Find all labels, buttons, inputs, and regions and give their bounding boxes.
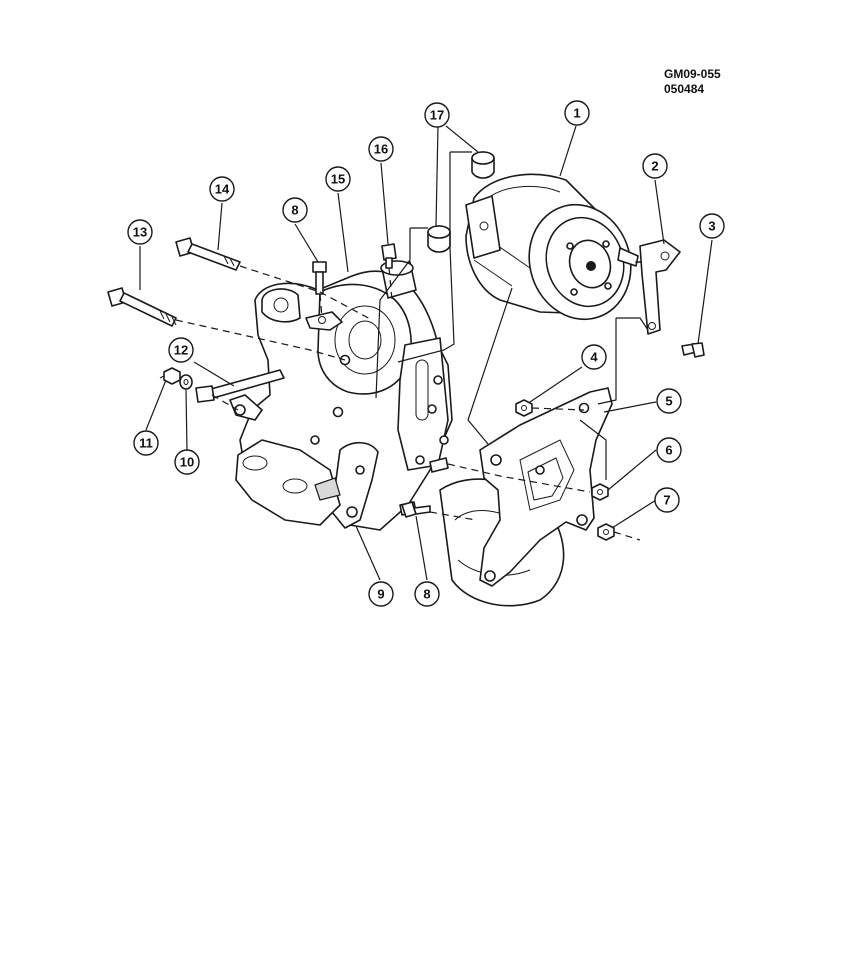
- bolt-8-upper: [312, 261, 327, 295]
- callout-10: 10: [174, 449, 200, 475]
- long-bolt-14: [175, 237, 241, 271]
- callout-10-label: 10: [180, 455, 194, 470]
- long-bolt-13: [107, 287, 177, 327]
- alignment-paths: [375, 151, 649, 480]
- callout-6: 6: [656, 437, 682, 463]
- nut-11: [163, 367, 181, 385]
- callout-1: 1: [564, 100, 590, 126]
- callout-8-upper: 8: [282, 197, 308, 223]
- bolt-8-lower: [401, 501, 431, 518]
- callout-5: 5: [656, 388, 682, 414]
- callout-9: 9: [368, 581, 394, 607]
- spacers: [427, 151, 495, 253]
- callout-4-label: 4: [590, 350, 598, 365]
- callout-8-upper-label: 8: [291, 203, 298, 218]
- reference-code-line-2: 050484: [664, 82, 705, 96]
- bracket-nuts: [515, 399, 615, 541]
- brace-bolt: [681, 342, 705, 358]
- callout-2: 2: [642, 153, 668, 179]
- callout-12-label: 12: [174, 343, 188, 358]
- washer-10: [179, 374, 193, 390]
- callout-leaders: [139, 125, 713, 581]
- callout-17-label: 17: [430, 108, 444, 123]
- assembly-centerlines: [159, 265, 641, 541]
- callout-11: 11: [133, 430, 159, 456]
- compressor-mounting-bracket: [479, 387, 613, 587]
- diagram-reference-code: GM09-055 050484: [664, 67, 721, 97]
- callout-16-label: 16: [374, 142, 388, 157]
- callout-8-lower: 8: [414, 581, 440, 607]
- callout-1-label: 1: [573, 106, 580, 121]
- callout-8-lower-label: 8: [423, 587, 430, 602]
- callout-9-label: 9: [377, 587, 384, 602]
- callout-3: 3: [699, 213, 725, 239]
- callout-13-label: 13: [133, 225, 147, 240]
- callout-13: 13: [127, 219, 153, 245]
- callout-5-label: 5: [665, 394, 672, 409]
- callout-2-label: 2: [651, 159, 658, 174]
- callout-12: 12: [168, 337, 194, 363]
- compressor-brace: [639, 239, 681, 335]
- callout-15-label: 15: [331, 172, 345, 187]
- ac-compressor: [465, 173, 661, 321]
- callout-7-label: 7: [663, 493, 670, 508]
- callout-3-label: 3: [708, 219, 715, 234]
- callout-11-label: 11: [139, 436, 153, 451]
- callout-16: 16: [368, 136, 394, 162]
- rod-12: [195, 369, 285, 403]
- reference-code-line-1: GM09-055: [664, 67, 721, 81]
- callout-14: 14: [209, 176, 235, 202]
- callout-6-label: 6: [665, 443, 672, 458]
- callout-15: 15: [325, 166, 351, 192]
- callout-4: 4: [581, 344, 607, 370]
- callout-7: 7: [654, 487, 680, 513]
- callout-17: 17: [424, 102, 450, 128]
- callout-14-label: 14: [215, 182, 230, 197]
- stud-16: [381, 243, 397, 269]
